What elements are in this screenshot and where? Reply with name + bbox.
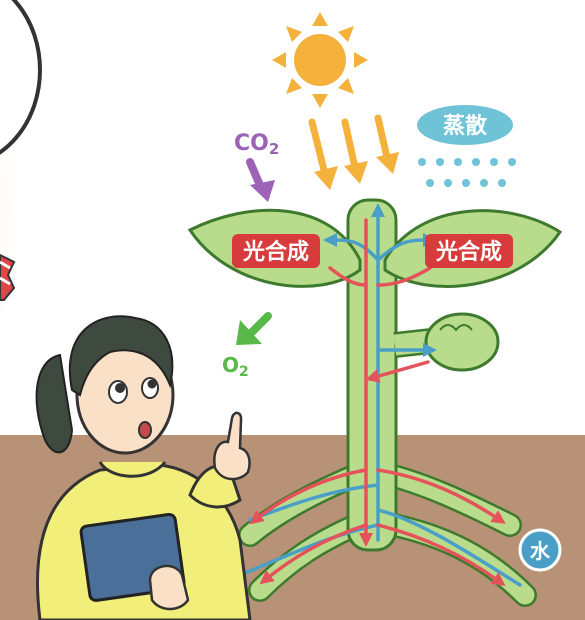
photosynthesis-label-right: 光合成 [435,239,502,265]
sunlight-arrows [308,114,392,182]
sun-icon [272,12,368,108]
photosynthesis-badge-right: 光合成 [425,234,513,268]
o2-label: O2 [222,353,249,380]
sunlight-arrowheads [314,152,399,190]
co2-label: CO2 [234,131,279,158]
o2-subscript: 2 [239,364,249,380]
water-badge: 水 [518,528,562,572]
co2-arrow [246,158,275,202]
co2-subscript: 2 [269,140,279,158]
transpiration-label: 蒸散 [443,114,488,139]
svg-text:CO2: CO2 [234,131,279,158]
o2-main-text: O [222,353,239,377]
transpiration-badge: 蒸散 [417,105,513,145]
flower-bud [393,312,500,372]
co2-main-text: CO [234,131,269,156]
svg-text:O2: O2 [222,353,249,380]
speech-bubble-fragment [0,0,42,314]
sugar-transport-vessels [249,218,506,587]
student-character [35,315,252,620]
photosynthesis-badge-left: 光合成 [232,234,320,268]
photosynthesis-label-left: 光合成 [242,239,309,265]
water-label: 水 [530,539,551,563]
o2-arrow [236,312,272,345]
water-vapor-dots [418,158,516,187]
